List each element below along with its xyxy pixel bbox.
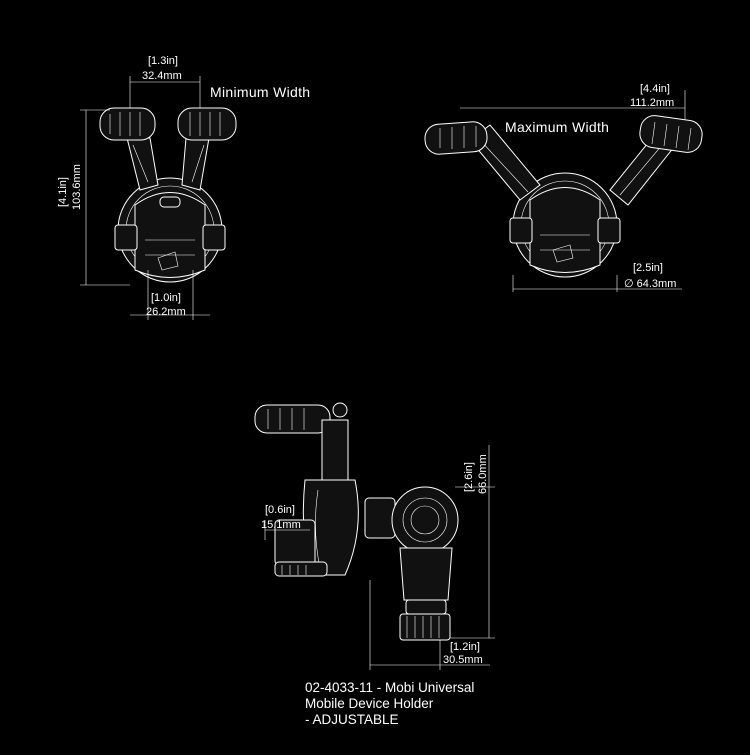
max-left-grip	[424, 121, 488, 155]
caption-line-3: - ADJUSTABLE	[305, 712, 399, 727]
side-height-dim-in: [2.6in]	[463, 462, 475, 492]
side-depth-dim-mm: 30.5mm	[443, 654, 483, 666]
min-left-dim-mm: 103.6mm	[71, 164, 83, 210]
side-grip-dim-mm: 15.1mm	[261, 519, 301, 531]
min-top-dim-in: [1.3in]	[148, 55, 178, 67]
min-left-grip	[99, 107, 156, 141]
max-top-dim-mm: 111.2mm	[630, 97, 674, 109]
max-body	[529, 187, 601, 273]
max-width-label: Maximum Width	[505, 119, 609, 135]
side-grip-dim-in: [0.6in]	[265, 504, 295, 516]
min-bottom-dim-mm: 26.2mm	[146, 306, 186, 318]
max-base-dim-in: [2.5in]	[633, 262, 663, 274]
side-view: [0.6in] 15.1mm [2.6in] 66.0mm [1.2in] 30…	[254, 402, 495, 670]
max-width-view: [4.4in] 111.2mm Maximum Width [2.5in] ∅ …	[424, 83, 703, 292]
min-right-grip	[177, 107, 237, 141]
min-top-dim-mm: 32.4mm	[142, 70, 182, 82]
side-base-knob	[399, 613, 451, 641]
caption-line-2: Mobile Device Holder	[305, 696, 434, 711]
max-top-dim-in: [4.4in]	[640, 83, 670, 95]
caption-line-1: 02-4033-11 - Mobi Universal	[305, 680, 475, 695]
min-left-arm	[126, 137, 159, 191]
min-body	[134, 192, 206, 278]
min-bottom-dim-in: [1.0in]	[151, 292, 181, 304]
min-right-arm	[181, 137, 210, 191]
min-width-view: [1.3in] 32.4mm Minimum Width [4.1in] 103…	[57, 55, 310, 320]
min-left-dim-in: [4.1in]	[57, 177, 69, 207]
max-right-grip	[639, 115, 703, 153]
min-width-label: Minimum Width	[210, 84, 310, 100]
title-caption: 02-4033-11 - Mobi Universal Mobile Devic…	[305, 680, 474, 728]
side-depth-dim-in: [1.2in]	[450, 641, 480, 653]
max-base-dim-mm: ∅ 64.3mm	[624, 278, 676, 290]
side-ball-socket	[391, 486, 459, 554]
side-height-dim-mm: 66.0mm	[477, 454, 489, 494]
side-stem	[399, 547, 453, 601]
side-top-grip	[254, 404, 331, 434]
